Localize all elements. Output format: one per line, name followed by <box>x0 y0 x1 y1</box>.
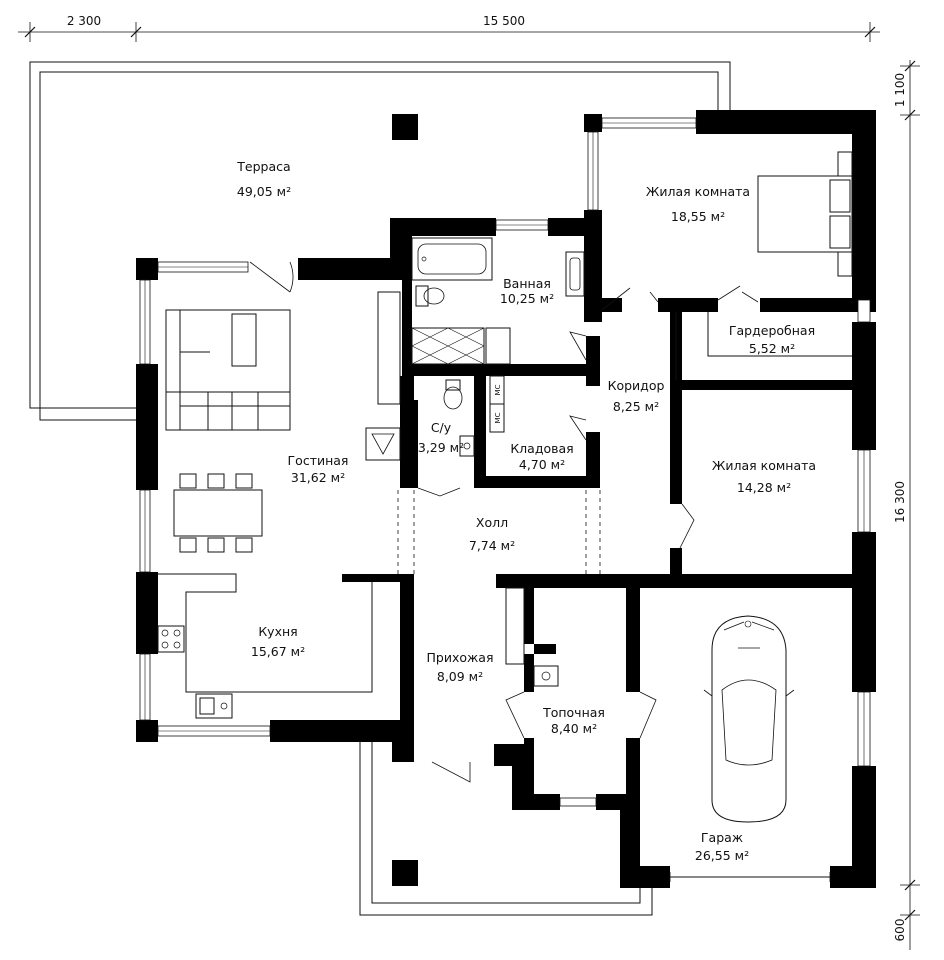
terrace-area: 49,05 м² <box>237 184 291 199</box>
wc-sink <box>459 435 475 457</box>
wardrobe <box>675 312 852 380</box>
bath-sink <box>565 251 585 297</box>
bathtub <box>411 237 493 281</box>
bedroom2-area: 14,28 м² <box>737 480 791 495</box>
walls <box>136 110 876 888</box>
bedroom1-label: Жилая комната <box>646 184 750 199</box>
bed <box>757 151 853 277</box>
bathroom-area: 10,25 м² <box>500 291 554 306</box>
doors <box>249 261 759 783</box>
wc-label: С/у <box>431 420 452 435</box>
sofa <box>165 309 291 431</box>
dim-top-left: 2 300 <box>67 14 101 28</box>
dressing-label: Гардеробная <box>729 323 815 338</box>
garage-area: 26,55 м² <box>695 848 749 863</box>
wc-area: 3,29 м² <box>418 440 464 455</box>
dim-right-top: 1 100 <box>893 73 907 107</box>
dimension-lines <box>18 22 920 950</box>
terrace-label: Терраса <box>236 159 290 174</box>
dim-top-main: 15 500 <box>483 14 525 28</box>
bath-toilet <box>415 285 445 307</box>
boiler-area: 8,40 м² <box>551 721 597 736</box>
terrace-outline <box>29 61 731 916</box>
mc-label-2: МС <box>494 412 502 423</box>
tv-unit <box>365 291 401 461</box>
living-area: 31,62 м² <box>291 470 345 485</box>
kitchen-area: 15,67 м² <box>251 644 305 659</box>
dressing-area: 5,52 м² <box>749 341 795 356</box>
dining-table <box>173 473 263 553</box>
storage-shelves <box>489 375 505 433</box>
boiler <box>533 665 559 687</box>
wc-toilet <box>443 379 463 410</box>
storage-label: Кладовая <box>510 441 573 456</box>
hall-area: 7,74 м² <box>469 538 515 553</box>
coffee-table <box>231 313 257 367</box>
corridor-label: Коридор <box>608 378 665 393</box>
bedroom1-area: 18,55 м² <box>671 209 725 224</box>
boiler-label: Топочная <box>542 705 605 720</box>
entrance-label: Прихожая <box>427 650 494 665</box>
shower <box>411 327 511 365</box>
entrance-column <box>392 860 418 886</box>
entrance-area: 8,09 м² <box>437 669 483 684</box>
mc-label-1: МС <box>494 384 502 395</box>
storage-area: 4,70 м² <box>519 457 565 472</box>
car <box>703 615 795 823</box>
corridor-area: 8,25 м² <box>613 399 659 414</box>
kitchen-label: Кухня <box>258 624 297 639</box>
bathroom-label: Ванная <box>503 276 551 291</box>
windows <box>139 117 871 882</box>
hall-label: Холл <box>476 515 508 530</box>
kitchen-counter <box>157 573 373 719</box>
garage-label: Гараж <box>701 830 743 845</box>
terrace-column <box>392 114 418 140</box>
entrance-wardrobe <box>505 587 525 665</box>
bedroom2-label: Жилая комната <box>712 458 816 473</box>
dim-right-bottom: 600 <box>893 919 907 942</box>
living-label: Гостиная <box>288 453 349 468</box>
dim-right-main: 16 300 <box>893 481 907 523</box>
open-passages <box>397 490 601 574</box>
